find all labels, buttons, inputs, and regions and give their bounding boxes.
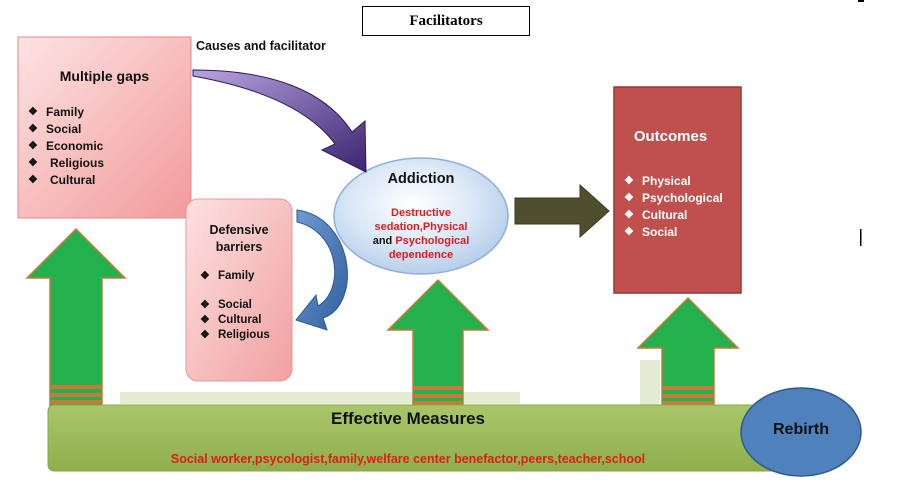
- gaps-item: ❖Family: [28, 105, 85, 119]
- barriers-list: ❖Family ❖Social ❖Cultural ❖Religious: [200, 268, 270, 343]
- barriers-box: [185, 198, 293, 382]
- addiction-ellipse: [333, 157, 509, 275]
- gaps-item: ❖Cultural: [28, 173, 96, 187]
- outcomes-item: ❖Physical: [624, 174, 691, 188]
- up-arrow-left: [25, 227, 127, 407]
- causes-label: Causes and facilitator: [196, 39, 326, 53]
- measures-shadow-right: [640, 360, 660, 406]
- bullet-icon: ❖: [200, 270, 210, 282]
- stray-mark-right: [860, 229, 862, 246]
- addiction-heading: Addiction: [387, 171, 455, 187]
- bullet-icon: ❖: [624, 175, 634, 187]
- barriers-spacer: [200, 285, 270, 298]
- gaps-list: ❖Family ❖Social ❖Economic ❖Religious ❖Cu…: [28, 104, 104, 189]
- gaps-item: ❖Social: [28, 122, 82, 136]
- gaps-item: ❖Economic: [28, 139, 104, 153]
- barriers-item: ❖Family: [200, 268, 270, 285]
- bullet-icon: ❖: [28, 157, 38, 169]
- measures-heading: Effective Measures: [330, 409, 486, 428]
- bullet-icon: ❖: [624, 226, 634, 238]
- rebirth-ellipse: [740, 387, 862, 477]
- bullet-icon: ❖: [28, 123, 38, 135]
- barriers-item: ❖Religious: [200, 329, 270, 341]
- barriers-heading: Defensive barriers: [209, 223, 269, 254]
- bullet-icon: ❖: [200, 329, 210, 341]
- gaps-item: ❖Religious: [28, 156, 105, 170]
- outcomes-item: ❖Psychological: [624, 191, 723, 205]
- bullet-icon: ❖: [28, 106, 38, 118]
- gaps-heading: Multiple gaps: [59, 68, 150, 84]
- gaps-box: [17, 36, 192, 219]
- bullet-icon: ❖: [200, 314, 210, 326]
- outcomes-heading: Outcomes: [633, 128, 708, 145]
- up-arrow-right: [636, 296, 740, 407]
- bullet-icon: ❖: [28, 174, 38, 186]
- outcomes-list: ❖Physical ❖Psychological ❖Cultural ❖Soci…: [624, 173, 723, 241]
- barriers-item: ❖Social: [200, 299, 252, 311]
- measures-actors: Social worker,psycologist,family,welfare…: [170, 452, 646, 466]
- barriers-item: ❖Cultural: [200, 314, 262, 326]
- outcomes-box: [613, 86, 742, 294]
- bullet-icon: ❖: [624, 192, 634, 204]
- addiction-description: Destructive sedation,Physical and Psycho…: [372, 207, 470, 261]
- bullet-icon: ❖: [200, 299, 210, 311]
- causes-curved-arrow: [192, 69, 367, 173]
- title-box: Facilitators: [362, 6, 530, 36]
- title-text: Facilitators: [409, 12, 483, 29]
- outcomes-item: ❖Social: [624, 225, 678, 239]
- stray-mark-top: [858, 0, 864, 2]
- up-arrow-center: [386, 278, 490, 407]
- bullet-icon: ❖: [28, 140, 38, 152]
- rebirth-label: Rebirth: [773, 421, 829, 438]
- addiction-to-outcomes-arrow: [514, 183, 610, 239]
- defense-curved-arrow: [295, 209, 348, 331]
- bullet-icon: ❖: [624, 209, 634, 221]
- outcomes-item: ❖Cultural: [624, 208, 688, 222]
